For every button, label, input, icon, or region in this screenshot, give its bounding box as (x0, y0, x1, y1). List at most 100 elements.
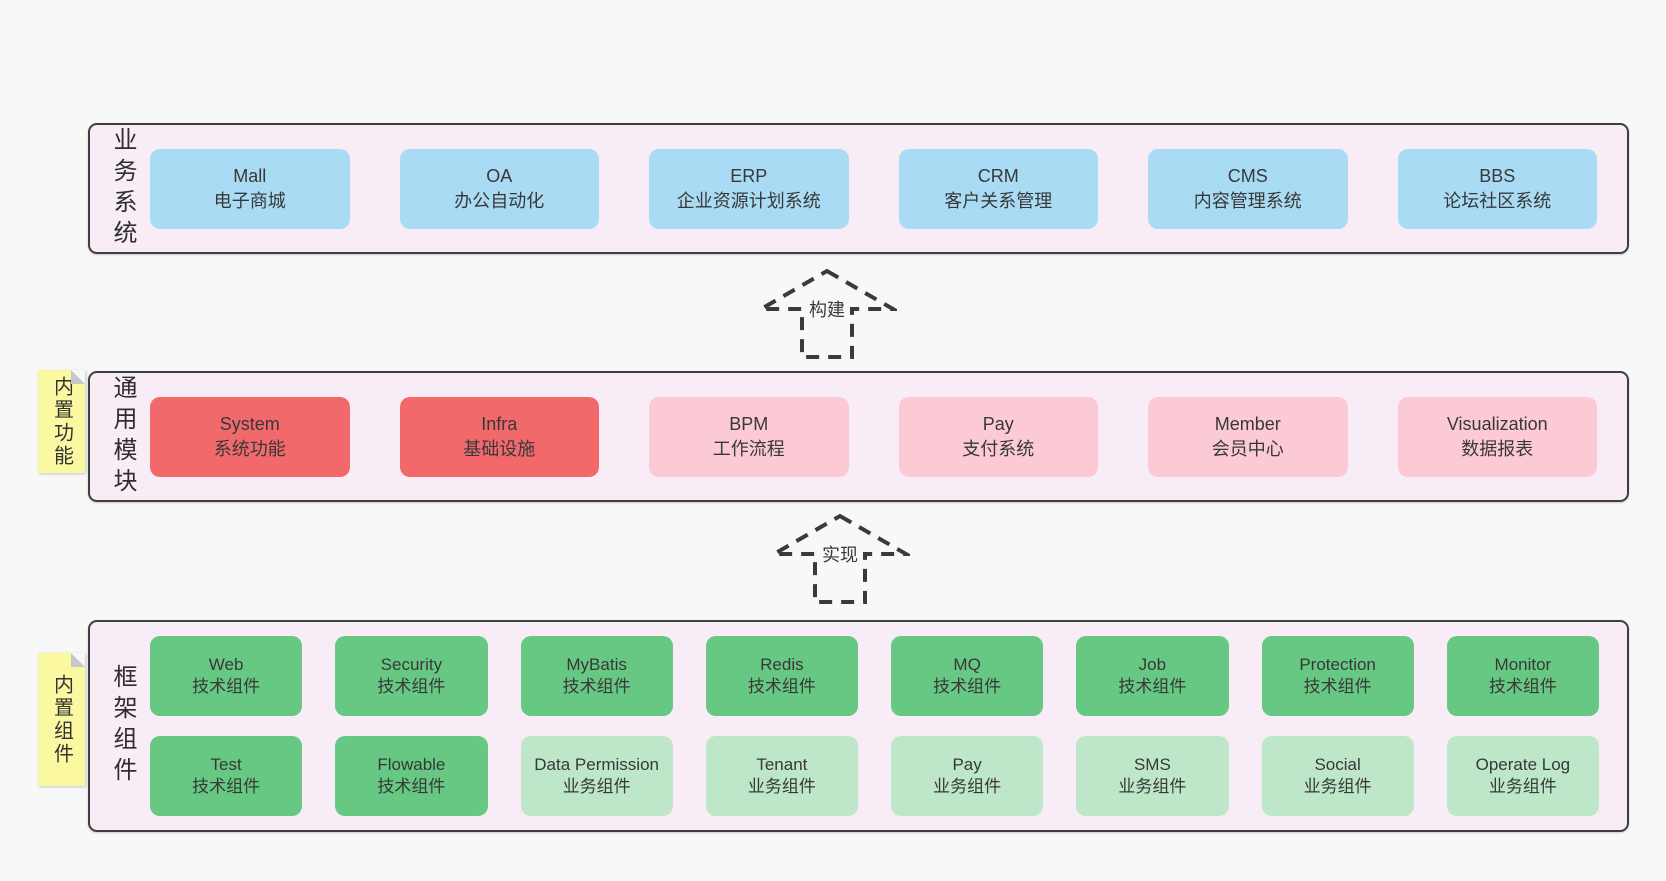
node-subtitle: 技术组件 (377, 677, 446, 696)
node-cms: CMS 内容管理系统 (1148, 148, 1348, 229)
band-common-modules: 通用模块 System 系统功能 Infra 基础设施 BPM 工作流程 Pay… (88, 371, 1629, 502)
node-protection: Protection 技术组件 (1261, 636, 1414, 716)
node-title: Job (1138, 654, 1167, 674)
framework-components-boxes: Web 技术组件 Security 技术组件 MyBatis 技术组件 Redi… (150, 636, 1627, 816)
node-title: Pay (952, 754, 982, 774)
node-mall: Mall 电子商城 (150, 148, 350, 229)
node-title: Test (210, 754, 242, 774)
node-title: SMS (1133, 754, 1171, 774)
arrow-implement: 实现 (770, 513, 910, 605)
node-sms: SMS 业务组件 (1076, 736, 1229, 816)
node-title: Flowable (377, 754, 446, 774)
node-data-permission: Data Permission 业务组件 (520, 736, 673, 816)
node-subtitle: 电子商城 (213, 190, 286, 211)
arrow-implement-label: 实现 (818, 540, 862, 568)
node-title: Member (1214, 414, 1281, 435)
node-title: Redis (760, 654, 804, 674)
up-arrow-icon (757, 268, 897, 359)
node-pay-system: Pay 支付系统 (898, 396, 1098, 477)
sticky-note-builtin-components: 内置组件 (38, 653, 85, 786)
node-subtitle: 业务组件 (1303, 777, 1372, 796)
node-subtitle: 技术组件 (1118, 677, 1187, 696)
band-business-systems: 业务系统 Mall 电子商城 OA 办公自动化 ERP 企业资源计划系统 CRM… (88, 123, 1629, 254)
node-title: Mall (233, 166, 267, 187)
node-subtitle: 工作流程 (712, 438, 785, 459)
arrow-build-label: 构建 (805, 295, 849, 323)
band-label-common-modules: 通用模块 (109, 374, 136, 499)
node-infra: Infra 基础设施 (399, 396, 599, 477)
node-title: OA (486, 166, 513, 187)
sticky-note-text: 内置功能 (50, 375, 73, 468)
node-tenant: Tenant 业务组件 (705, 736, 858, 816)
node-title: Operate Log (1475, 754, 1571, 774)
node-title: Web (208, 654, 244, 674)
node-operate-log: Operate Log 业务组件 (1446, 736, 1599, 816)
node-title: Infra (481, 414, 518, 435)
node-visualization: Visualization 数据报表 (1397, 396, 1597, 477)
node-title: BPM (729, 414, 769, 435)
up-arrow-icon (770, 513, 910, 604)
node-mq: MQ 技术组件 (891, 636, 1044, 716)
node-subtitle: 系统功能 (213, 438, 286, 459)
node-subtitle: 技术组件 (192, 677, 261, 696)
node-subtitle: 企业资源计划系统 (676, 190, 821, 211)
node-subtitle: 业务组件 (562, 777, 631, 796)
node-subtitle: 办公自动化 (454, 190, 545, 211)
node-monitor: Monitor 技术组件 (1446, 636, 1599, 716)
node-subtitle: 论坛社区系统 (1443, 190, 1552, 211)
node-system: System 系统功能 (150, 396, 350, 477)
sticky-note-text: 内置组件 (50, 673, 73, 766)
band-framework-components: 框架组件 Web 技术组件 Security 技术组件 MyBatis 技术组件… (88, 620, 1629, 832)
node-subtitle: 技术组件 (192, 777, 261, 796)
node-subtitle: 基础设施 (463, 438, 536, 459)
node-job: Job 技术组件 (1076, 636, 1229, 716)
node-subtitle: 业务组件 (1118, 777, 1187, 796)
node-bbs: BBS 论坛社区系统 (1397, 148, 1597, 229)
node-title: Monitor (1494, 654, 1552, 674)
node-flowable: Flowable 技术组件 (335, 736, 488, 816)
node-title: Pay (982, 414, 1014, 435)
node-subtitle: 技术组件 (377, 777, 446, 796)
node-title: Visualization (1446, 414, 1548, 435)
node-erp: ERP 企业资源计划系统 (649, 148, 849, 229)
node-title: CMS (1227, 166, 1268, 187)
node-subtitle: 会员中心 (1211, 438, 1284, 459)
node-test: Test 技术组件 (150, 736, 303, 816)
node-subtitle: 客户关系管理 (944, 190, 1053, 211)
node-web: Web 技术组件 (150, 636, 303, 716)
node-subtitle: 技术组件 (562, 677, 631, 696)
node-bpm: BPM 工作流程 (649, 396, 849, 477)
node-title: Security (380, 654, 443, 674)
node-subtitle: 业务组件 (933, 777, 1002, 796)
node-subtitle: 业务组件 (1488, 777, 1557, 796)
business-systems-boxes: Mall 电子商城 OA 办公自动化 ERP 企业资源计划系统 CRM 客户关系… (150, 148, 1627, 229)
node-crm: CRM 客户关系管理 (898, 148, 1098, 229)
node-title: BBS (1479, 166, 1516, 187)
node-mybatis: MyBatis 技术组件 (520, 636, 673, 716)
node-subtitle: 技术组件 (1488, 677, 1557, 696)
node-pay-component: Pay 业务组件 (891, 736, 1044, 816)
node-title: System (219, 414, 280, 435)
node-subtitle: 业务组件 (747, 777, 816, 796)
node-member: Member 会员中心 (1148, 396, 1348, 477)
node-title: Tenant (756, 754, 808, 774)
node-subtitle: 技术组件 (747, 677, 816, 696)
arrow-build: 构建 (757, 268, 897, 360)
node-security: Security 技术组件 (335, 636, 488, 716)
node-title: Data Permission (534, 754, 659, 774)
node-subtitle: 支付系统 (962, 438, 1035, 459)
node-title: ERP (730, 166, 768, 187)
common-modules-boxes: System 系统功能 Infra 基础设施 BPM 工作流程 Pay 支付系统… (150, 396, 1627, 477)
node-redis: Redis 技术组件 (705, 636, 858, 716)
node-subtitle: 内容管理系统 (1193, 190, 1302, 211)
band-label-business-systems: 业务系统 (109, 126, 136, 251)
node-title: CRM (977, 166, 1019, 187)
node-oa: OA 办公自动化 (399, 148, 599, 229)
node-subtitle: 技术组件 (933, 677, 1002, 696)
node-title: MyBatis (566, 654, 627, 674)
node-social: Social 业务组件 (1261, 736, 1414, 816)
node-subtitle: 技术组件 (1303, 677, 1372, 696)
node-subtitle: 数据报表 (1461, 438, 1534, 459)
node-title: MQ (953, 654, 981, 674)
